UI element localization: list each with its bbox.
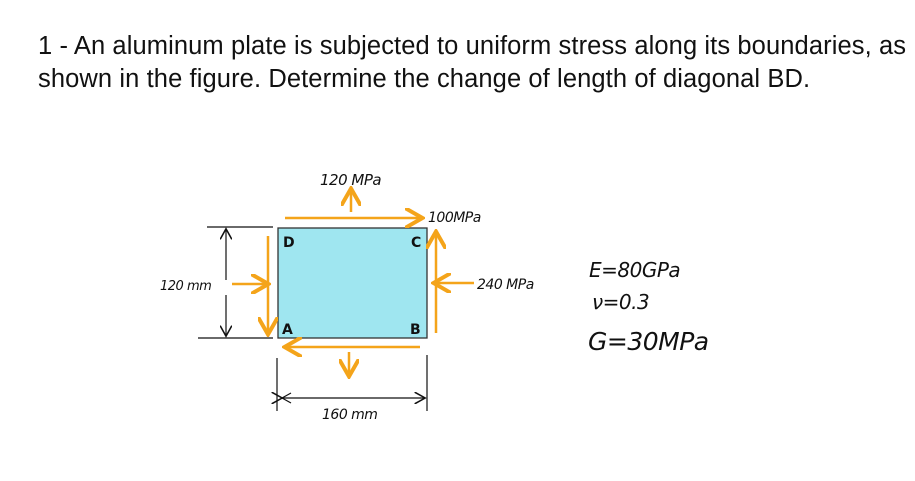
problem-separator: - bbox=[59, 32, 74, 60]
top-stress-label: 120 MPa bbox=[320, 171, 381, 189]
right-stress-label: 240 MPa bbox=[477, 277, 534, 293]
aluminum-plate bbox=[277, 227, 428, 339]
corner-label-d: D bbox=[283, 235, 295, 251]
poisson-ratio-label: ν=0.3 bbox=[592, 290, 649, 314]
height-dimension-label: 120 mm bbox=[160, 279, 211, 294]
shear-stress-label: 100MPa bbox=[428, 210, 481, 226]
modulus-e-label: E=80GPa bbox=[589, 258, 680, 282]
shear-modulus-g-label: G=30MPa bbox=[588, 327, 709, 356]
problem-number: 1 bbox=[38, 32, 53, 60]
problem-text: An aluminum plate is subjected to unifor… bbox=[38, 32, 907, 93]
problem-statement: 1 - An aluminum plate is subjected to un… bbox=[38, 30, 908, 96]
corner-label-b: B bbox=[410, 322, 421, 338]
corner-label-c: C bbox=[411, 235, 421, 251]
corner-label-a: A bbox=[282, 322, 293, 338]
width-dimension-label: 160 mm bbox=[322, 407, 377, 423]
width-arrow-left-head bbox=[281, 392, 292, 404]
